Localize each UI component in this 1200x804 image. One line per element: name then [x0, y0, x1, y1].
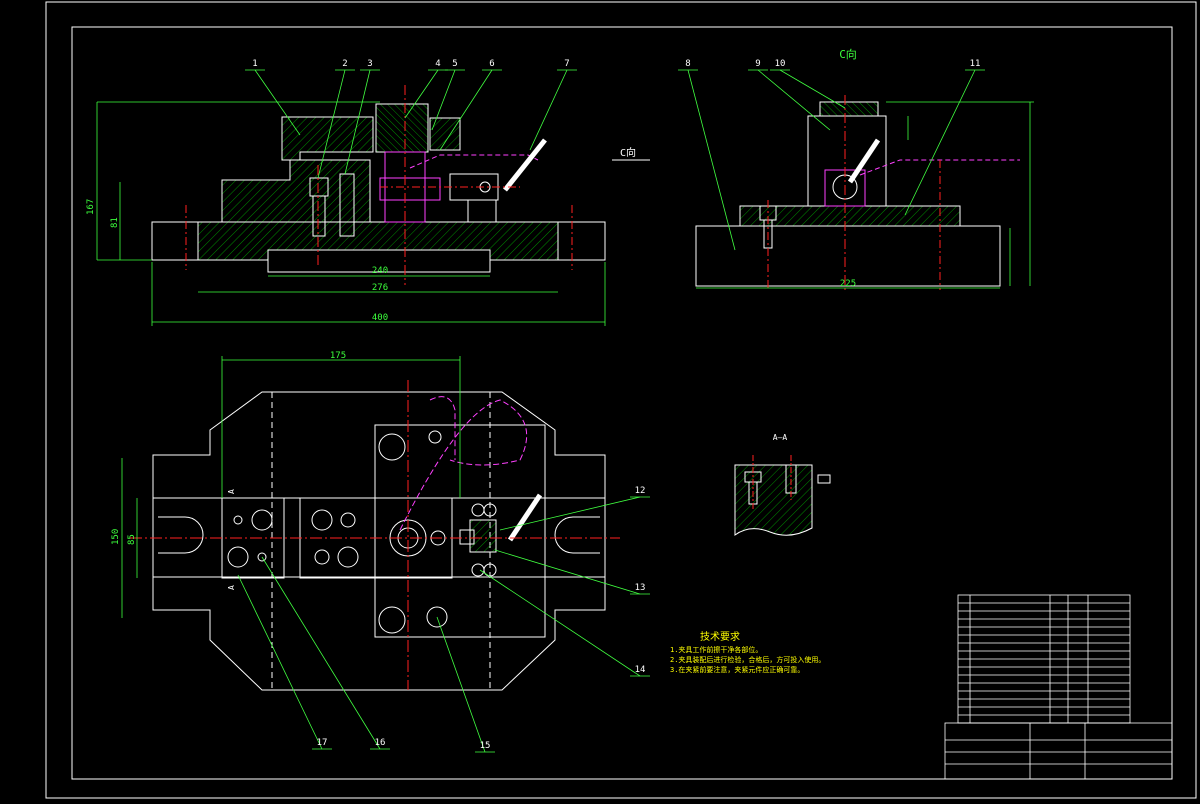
part-number-17: 17 — [317, 738, 328, 748]
part-number-12: 12 — [635, 486, 646, 496]
part-number-1: 1 — [252, 59, 257, 69]
tech-req-line-2: 2.夹具装配后进行检验，合格后，方可投入使用。 — [670, 655, 825, 664]
bolt-holes — [227, 430, 497, 634]
section-aa-view: A—A — [734, 433, 831, 536]
front-view: 240 276 400 167 81 C向 — [86, 85, 650, 326]
side-view: C向 225 — [695, 47, 1034, 290]
tech-req-title: 技术要求 — [700, 630, 740, 643]
leader-line-4 — [404, 69, 439, 119]
dim-front-base: 276 — [372, 283, 388, 293]
part-number-13: 13 — [635, 583, 646, 593]
leader-line-6 — [439, 69, 493, 151]
leader-line-14 — [479, 569, 641, 677]
part-number-6: 6 — [489, 59, 494, 69]
leader-line-16 — [261, 556, 381, 750]
dim-front-height: 167 — [86, 199, 96, 215]
part-number-2: 2 — [342, 59, 347, 69]
technical-requirements: 技术要求 1.夹具工作前擦干净各部位。 2.夹具装配后进行检验，合格后，方可投入… — [670, 630, 825, 674]
dim-top-length: 175 — [330, 351, 346, 361]
part-number-7: 7 — [564, 59, 569, 69]
dim-top-h1: 150 — [111, 529, 121, 545]
part-number-4: 4 — [435, 59, 440, 69]
part-number-16: 16 — [375, 738, 386, 748]
leader-line-5 — [431, 69, 456, 131]
part-number-14: 14 — [635, 665, 646, 675]
part-number-8: 8 — [685, 59, 690, 69]
outer-border — [45, 1, 1197, 799]
section-mark-bottom: A — [227, 585, 236, 590]
dim-front-mid: 240 — [372, 266, 388, 276]
part-number-11: 11 — [970, 59, 981, 69]
part-number-15: 15 — [480, 741, 491, 751]
view-c-arrow-label: C向 — [620, 146, 636, 159]
top-view: 175 150 85 A A — [111, 351, 620, 691]
leader-line-10 — [779, 69, 846, 109]
leader-line-11 — [904, 69, 976, 216]
leader-line-12 — [499, 496, 641, 531]
title-block — [944, 594, 1173, 780]
inner-border — [71, 26, 1173, 780]
leader-line-8 — [687, 69, 736, 251]
section-mark-top: A — [227, 489, 236, 494]
section-label: A—A — [773, 433, 788, 442]
leader-line-17 — [237, 574, 323, 750]
dim-front-h2: 81 — [110, 217, 120, 228]
part-number-9: 9 — [755, 59, 760, 69]
part-number-3: 3 — [367, 59, 372, 69]
part-number-5: 5 — [452, 59, 457, 69]
dim-side-width: 225 — [840, 279, 856, 289]
leader-line-7 — [529, 69, 568, 151]
view-c-label: C向 — [839, 47, 857, 61]
dim-front-overall: 400 — [372, 313, 388, 323]
part-number-10: 10 — [775, 59, 786, 69]
leader-line-9 — [757, 69, 831, 131]
leader-line-13 — [494, 549, 641, 595]
dim-top-h2: 85 — [127, 534, 137, 545]
leader-line-2 — [317, 69, 346, 179]
tech-req-line-1: 1.夹具工作前擦干净各部位。 — [670, 645, 762, 654]
leader-line-1 — [254, 69, 301, 136]
tech-req-line-3: 3.在夹紧前要注意，夹紧元件应正确可靠。 — [670, 665, 804, 674]
leader-line-15 — [436, 616, 486, 753]
leader-line-3 — [344, 69, 371, 175]
